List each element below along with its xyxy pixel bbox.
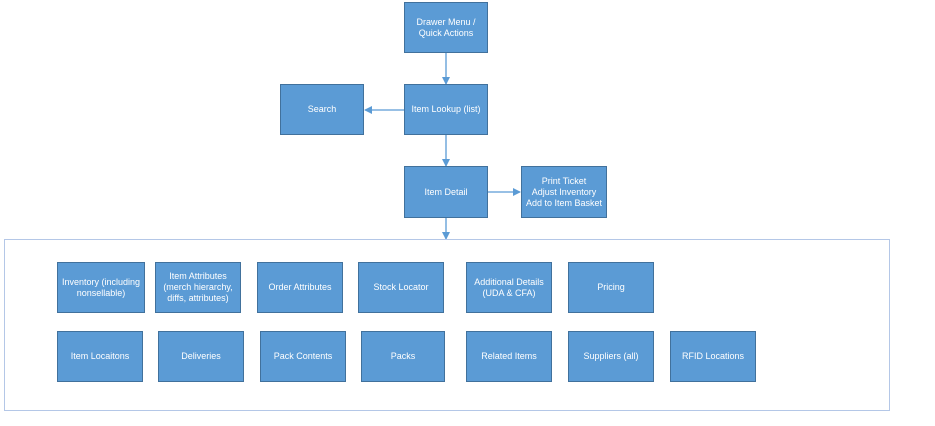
- section-suppliers: Suppliers (all): [568, 331, 654, 382]
- section-related-items: Related Items: [466, 331, 552, 382]
- item-detail-node: Item Detail: [404, 166, 488, 218]
- section-rfid-locations: RFID Locations: [670, 331, 756, 382]
- item-lookup-node: Item Lookup (list): [404, 84, 488, 135]
- section-inventory: Inventory (including nonsellable): [57, 262, 145, 313]
- section-pack-contents: Pack Contents: [260, 331, 346, 382]
- section-stock-locator: Stock Locator: [358, 262, 444, 313]
- item-detail-sections-container: [4, 239, 890, 411]
- item-actions-node: Print Ticket Adjust Inventory Add to Ite…: [521, 166, 607, 218]
- section-packs: Packs: [361, 331, 445, 382]
- section-item-locations: Item Locaitons: [57, 331, 143, 382]
- section-pricing: Pricing: [568, 262, 654, 313]
- section-deliveries: Deliveries: [158, 331, 244, 382]
- search-node: Search: [280, 84, 364, 135]
- section-item-attributes: Item Attributes (merch hierarchy, diffs,…: [155, 262, 241, 313]
- section-order-attributes: Order Attributes: [257, 262, 343, 313]
- drawer-menu-node: Drawer Menu / Quick Actions: [404, 2, 488, 53]
- section-additional-details: Additional Details (UDA & CFA): [466, 262, 552, 313]
